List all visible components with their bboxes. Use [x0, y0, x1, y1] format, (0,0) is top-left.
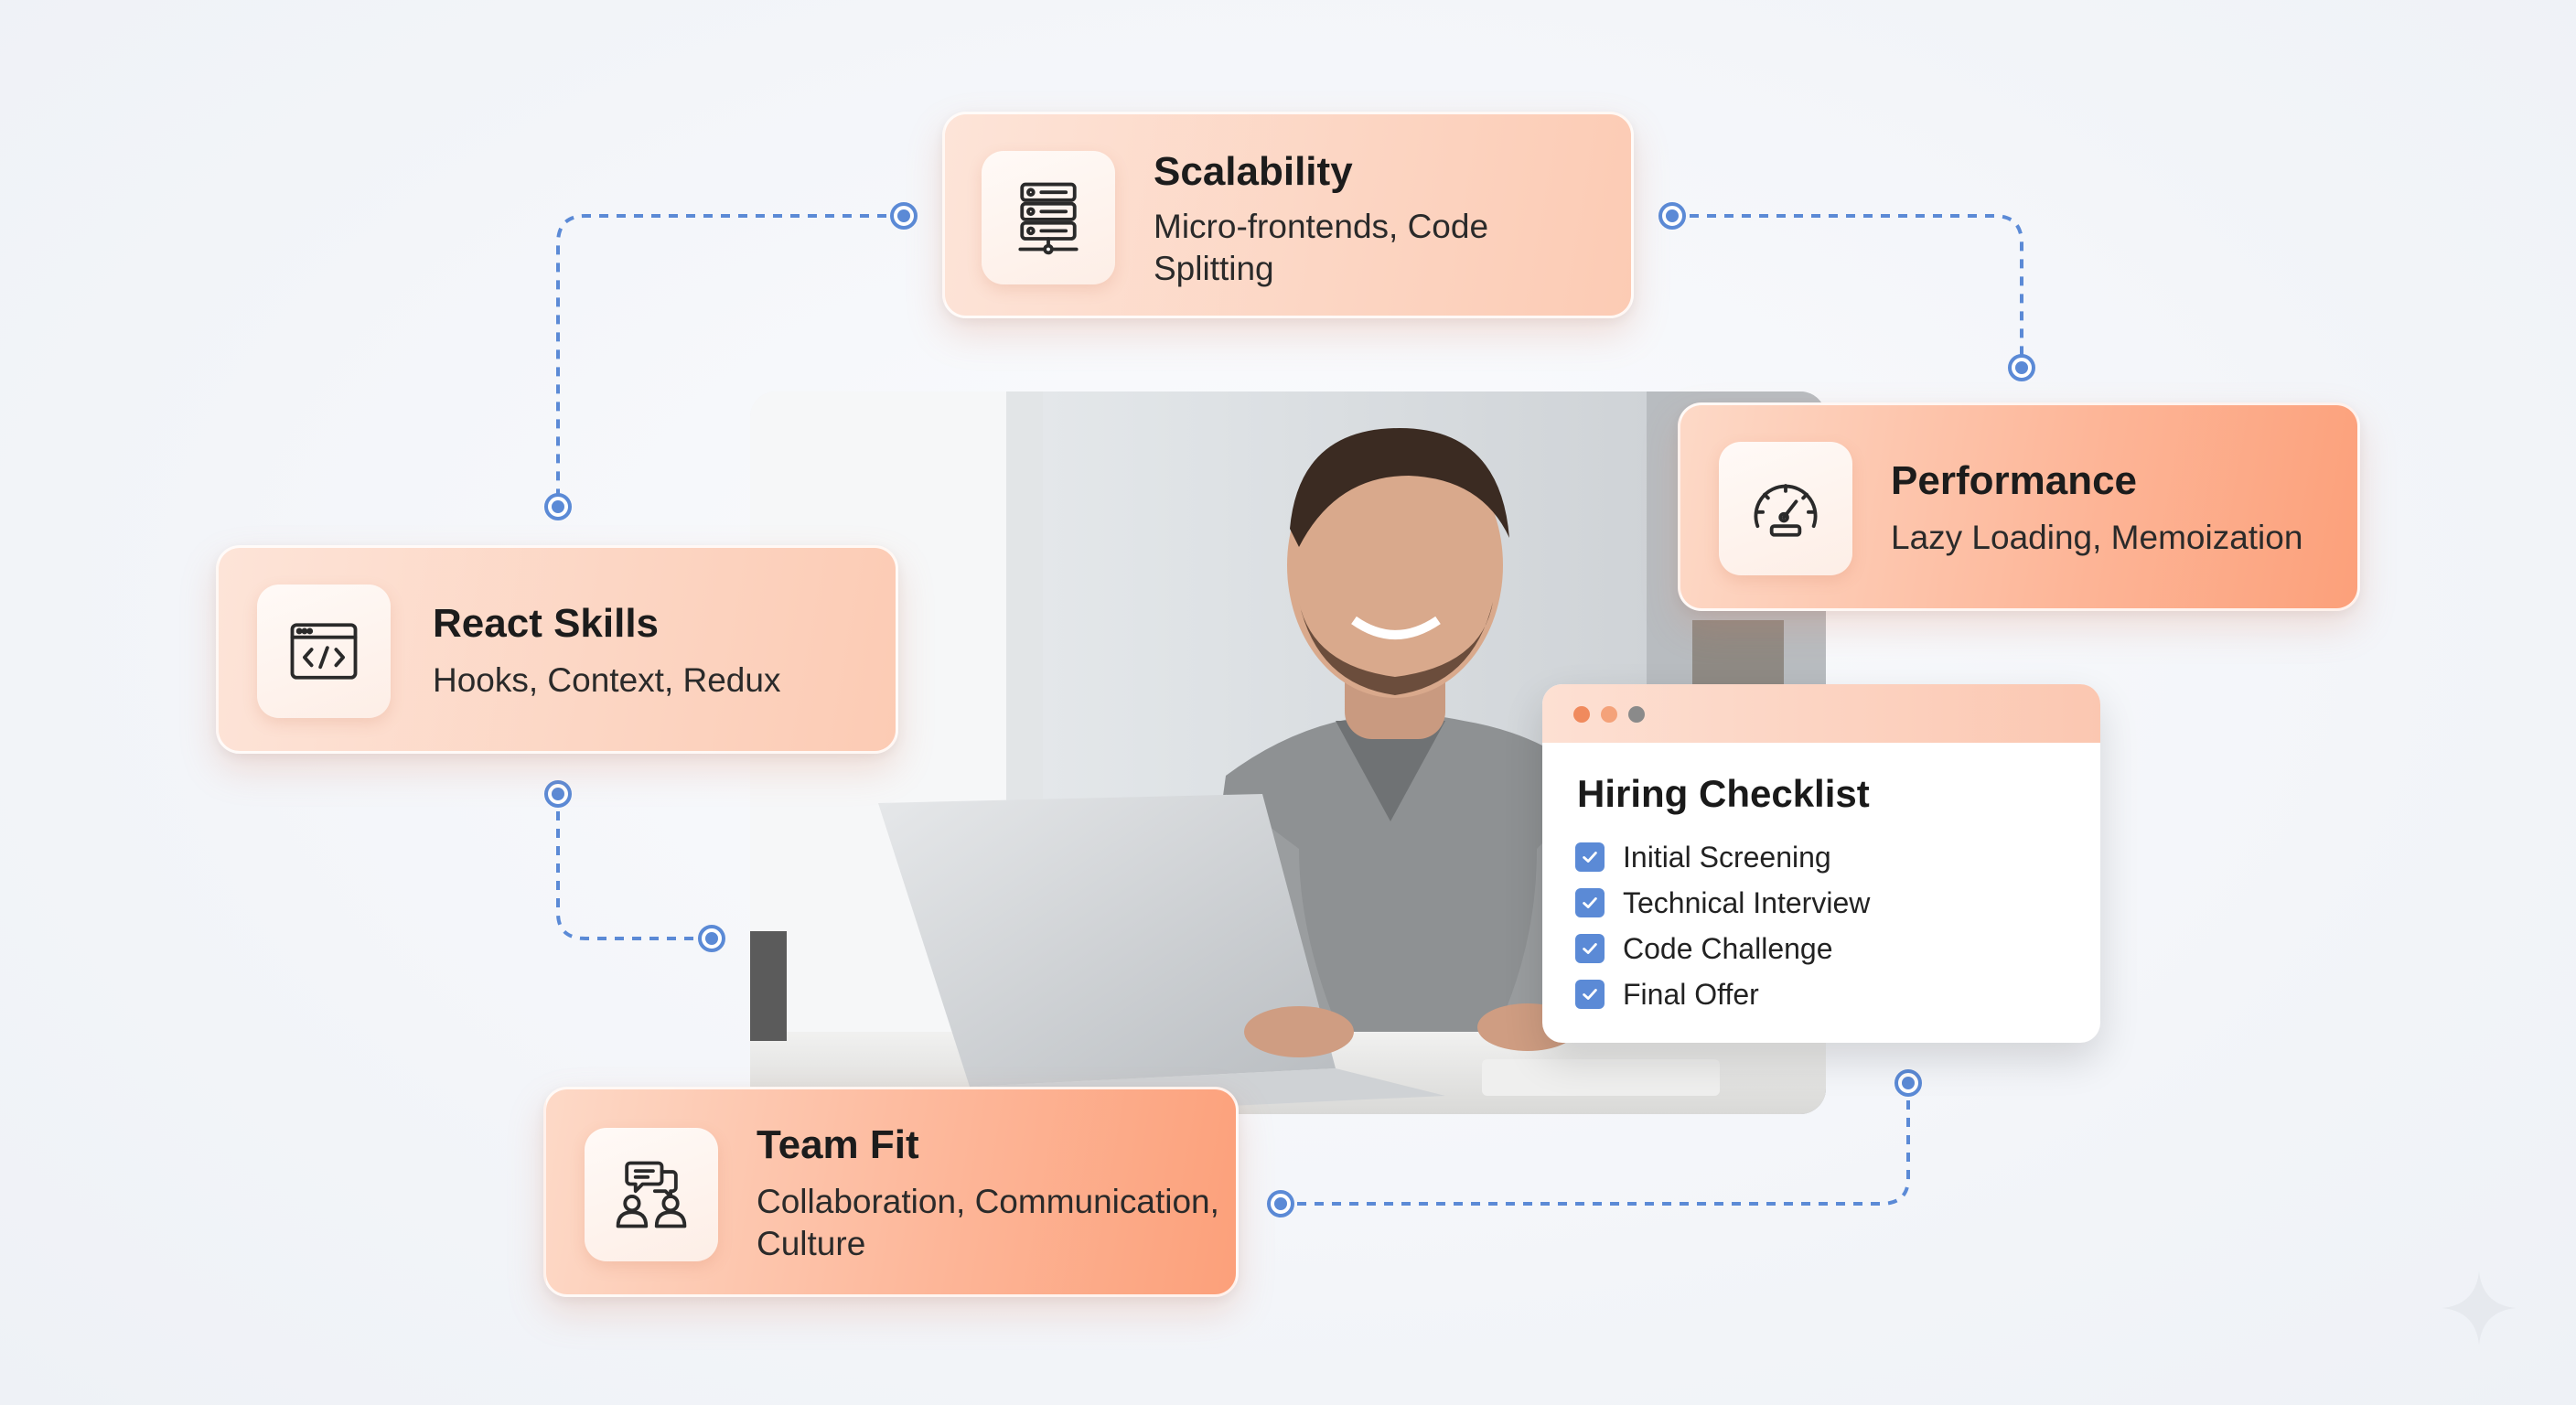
checklist-title: Hiring Checklist	[1577, 772, 1870, 815]
window-minimize-dot[interactable]	[1601, 706, 1617, 723]
checklist-items: Initial Screening Technical Interview Co…	[1575, 834, 1870, 1017]
code-window-icon	[290, 623, 358, 680]
react-icon-box	[257, 585, 391, 718]
connector-dot	[1894, 1069, 1922, 1097]
scalability-card: Scalability Micro-frontends, Code Splitt…	[942, 112, 1634, 318]
checklist-item[interactable]: Initial Screening	[1575, 834, 1870, 880]
team-icon-box	[585, 1128, 718, 1261]
scalability-title: Scalability	[1154, 149, 1353, 194]
speedometer-icon	[1754, 484, 1818, 537]
checklist-item-label: Final Offer	[1623, 977, 1759, 1011]
team-chat-icon	[616, 1161, 687, 1228]
hiring-checklist-window: Hiring Checklist Initial Screening Techn…	[1542, 684, 2100, 1043]
react-skills-title: React Skills	[433, 601, 660, 646]
connector-scalability-performance	[1672, 214, 2023, 368]
performance-subtitle: Lazy Loading, Memoization	[1891, 519, 2303, 556]
connector-dot	[1267, 1190, 1294, 1217]
connector-dot	[698, 925, 725, 952]
checkbox-checked-icon[interactable]	[1575, 934, 1605, 963]
checkbox-checked-icon[interactable]	[1575, 842, 1605, 872]
checklist-item-label: Technical Interview	[1623, 885, 1871, 919]
react-skills-card: React Skills Hooks, Context, Redux	[216, 545, 898, 754]
connector-dot	[544, 780, 572, 808]
checklist-item-label: Code Challenge	[1623, 931, 1833, 965]
performance-icon-box	[1719, 442, 1852, 575]
connector-checklist-team	[1281, 1083, 1910, 1206]
connector-scalability-react	[556, 214, 904, 507]
team-fit-subtitle: Collaboration, Communication, Culture	[757, 1183, 1219, 1262]
react-skills-subtitle: Hooks, Context, Redux	[433, 661, 781, 699]
checklist-item-label: Initial Screening	[1623, 840, 1831, 874]
server-rack-icon	[1018, 182, 1079, 255]
connector-dot	[890, 202, 918, 230]
scalability-icon-box	[982, 151, 1115, 284]
scalability-subtitle: Micro-frontends, Code Splitting	[1154, 208, 1489, 287]
team-fit-title: Team Fit	[757, 1122, 919, 1167]
checklist-item[interactable]: Code Challenge	[1575, 926, 1870, 971]
checklist-item[interactable]: Final Offer	[1575, 971, 1870, 1017]
window-close-dot[interactable]	[1573, 706, 1590, 723]
window-maximize-dot[interactable]	[1628, 706, 1645, 723]
performance-card: Performance Lazy Loading, Memoization	[1678, 402, 2360, 611]
connector-dot	[2008, 354, 2035, 381]
checklist-titlebar	[1542, 684, 2100, 743]
checklist-item[interactable]: Technical Interview	[1575, 880, 1870, 926]
connector-react-photo	[556, 794, 712, 940]
connector-dot	[544, 493, 572, 520]
connector-dot	[1658, 202, 1686, 230]
team-fit-card: Team Fit Collaboration, Communication, C…	[543, 1087, 1239, 1297]
performance-title: Performance	[1891, 458, 2138, 503]
checkbox-checked-icon[interactable]	[1575, 888, 1605, 917]
checkbox-checked-icon[interactable]	[1575, 980, 1605, 1009]
sparkle-icon	[2442, 1271, 2517, 1346]
